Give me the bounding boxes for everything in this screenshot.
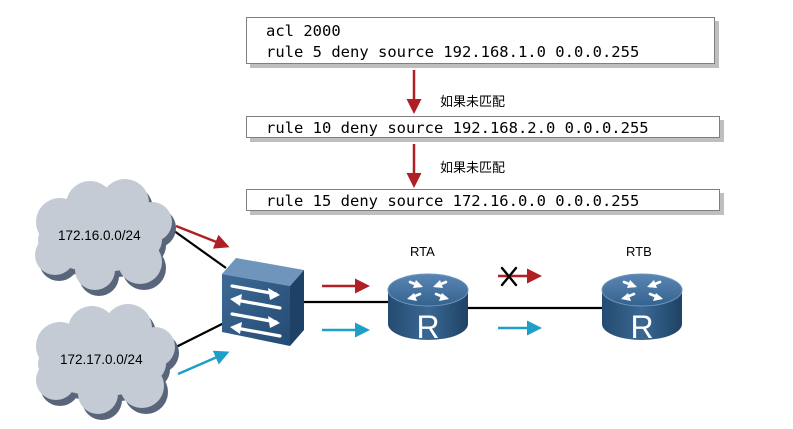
router-icon: R [387, 273, 469, 345]
no-match-label-2: 如果未匹配 [440, 161, 506, 176]
network-label-2: 172.17.0.0/24 [60, 352, 143, 367]
router-letter: R [416, 309, 439, 345]
denied-traffic-arrow-in [175, 224, 230, 249]
cloud-icon [36, 304, 179, 420]
router-icon: R [601, 273, 683, 345]
acl-line-acl-2000: acl 2000 [266, 22, 341, 40]
acl-rule-box-2: rule 10 deny source 192.168.2.0 0.0.0.25… [246, 116, 720, 138]
permitted-traffic-arrow-in [177, 350, 230, 376]
rtb-label: RTB [626, 244, 652, 259]
acl-line-rule-15: rule 15 deny source 172.16.0.0 0.0.0.255 [266, 192, 640, 210]
acl-line-rule-5: rule 5 deny source 192.168.1.0 0.0.0.255 [266, 43, 640, 61]
link-cloud1-switch [169, 227, 227, 269]
rta-label: RTA [410, 244, 435, 259]
x-mark-icon [500, 266, 518, 287]
router-letter: R [630, 309, 653, 345]
cloud-icon [35, 179, 176, 296]
network-label-1: 172.16.0.0/24 [58, 228, 141, 243]
link-cloud2-switch [173, 321, 227, 349]
acl-rule-box-3: rule 15 deny source 172.16.0.0 0.0.0.255 [246, 189, 720, 211]
switch-icon [222, 258, 304, 346]
no-match-label-1: 如果未匹配 [440, 95, 506, 110]
acl-rule-box-1: acl 2000 rule 5 deny source 192.168.1.0 0… [246, 17, 715, 64]
acl-line-rule-10: rule 10 deny source 192.168.2.0 0.0.0.25… [266, 119, 649, 137]
